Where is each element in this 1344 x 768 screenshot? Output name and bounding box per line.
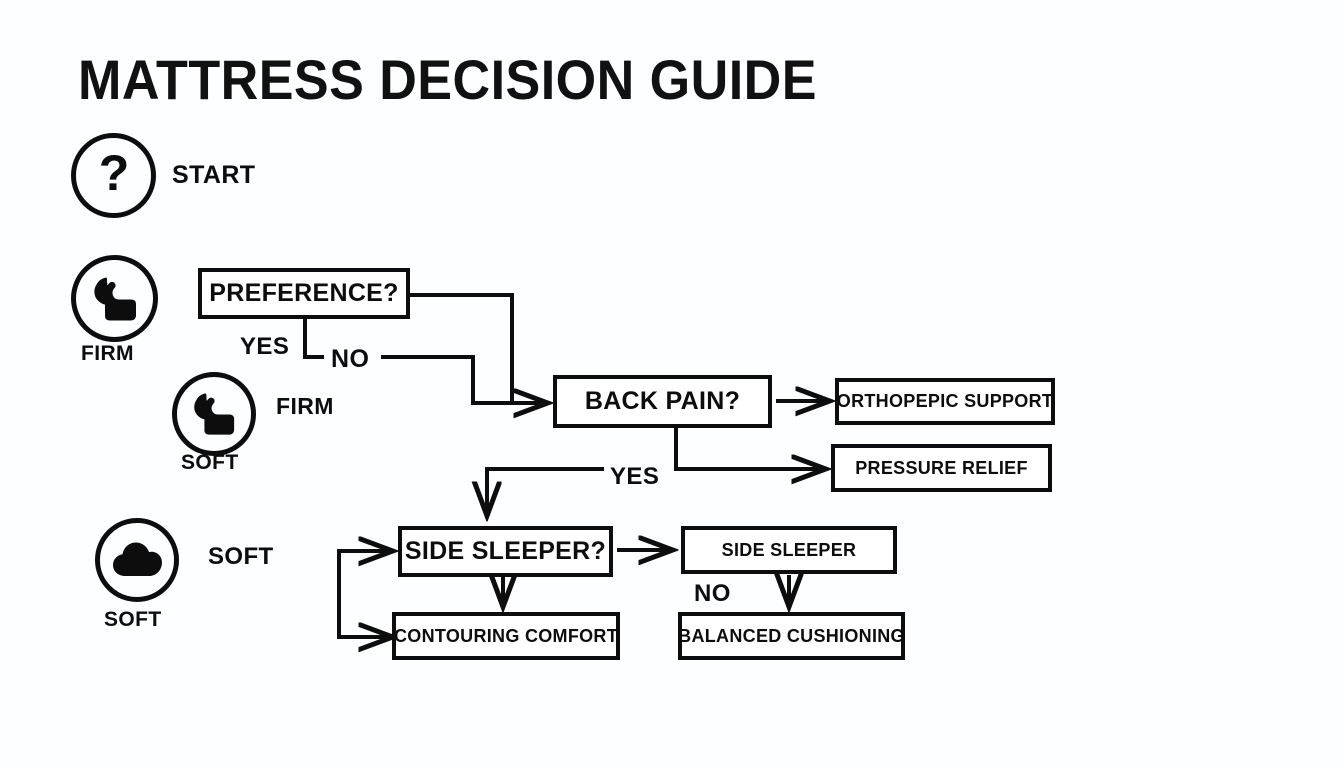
edge-preference-yes [408, 293, 514, 405]
edge-left-spine [337, 549, 388, 639]
node-orthopedic-support[interactable]: ORTHOPEPIC SUPPORT [835, 378, 1055, 425]
node-preference[interactable]: PREFERENCE? [198, 268, 410, 319]
page-title: MATTRESS DECISION GUIDE [78, 48, 817, 111]
edge-preference-no [381, 355, 547, 403]
legend-label-start: START [172, 161, 256, 189]
edge-preference-stub [303, 317, 324, 359]
edge-label-back-pain-yes: YES [610, 463, 660, 490]
edge-backpain-to-pressure-relief [674, 426, 825, 469]
question-mark-circle-icon: ? [71, 133, 156, 218]
edge-label-side-sleeper-no: NO [694, 580, 731, 607]
flexed-bicep-circle-icon [71, 255, 158, 342]
node-side-sleeper-question[interactable]: SIDE SLEEPER? [398, 526, 613, 577]
legend-side-label-firm: FIRM [276, 393, 334, 419]
flexed-bicep-circle-icon-2 [172, 372, 256, 456]
node-pressure-relief[interactable]: PRESSURE RELIEF [831, 444, 1052, 492]
legend-caption-soft-bicep: SOFT [181, 451, 239, 474]
legend-caption-soft: SOFT [104, 608, 162, 631]
edge-label-preference-yes: YES [240, 333, 290, 360]
cloud-circle-icon [95, 518, 179, 602]
node-contouring-comfort[interactable]: CONTOURING COMFORT [392, 612, 620, 660]
legend-side-label-soft: SOFT [208, 543, 274, 570]
node-side-sleeper-result[interactable]: SIDE SLEEPER [681, 526, 897, 574]
node-back-pain[interactable]: BACK PAIN? [553, 375, 772, 428]
svg-text:?: ? [98, 148, 129, 201]
edge-label-preference-no: NO [331, 345, 370, 373]
legend-caption-firm: FIRM [81, 342, 134, 365]
node-balanced-cushioning[interactable]: BALANCED CUSHIONING [678, 612, 905, 660]
